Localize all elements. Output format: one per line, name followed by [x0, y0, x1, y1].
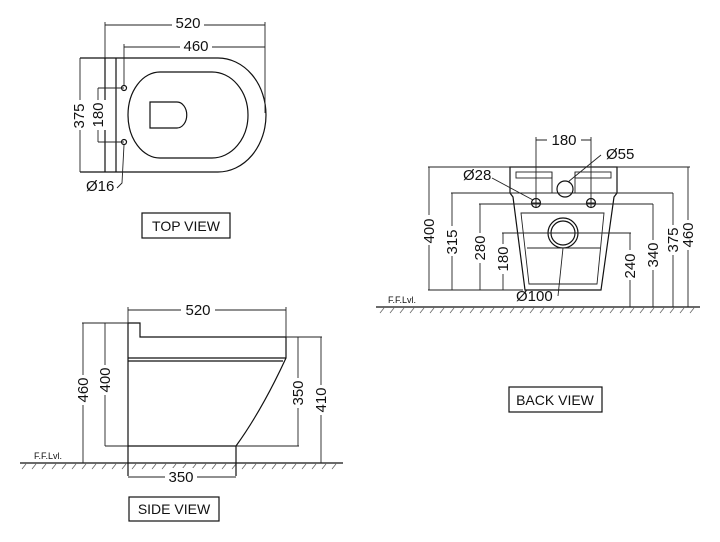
back-340-label: 340: [645, 242, 662, 267]
back-400-label: 400: [421, 218, 438, 243]
waste-inlet: [556, 180, 574, 198]
top-460-label: 460: [183, 38, 208, 55]
back-view-label: BACK VIEW: [516, 392, 595, 408]
side-410-label: 410: [313, 387, 330, 412]
back-view-label-box: [508, 386, 603, 413]
back-dia100-label: Ø100: [516, 288, 553, 305]
top-180-label: 180: [90, 102, 107, 127]
top-view-label-box: [141, 212, 231, 239]
back-view: F.F.Lvl. 180 Ø55 Ø28 Ø100: [376, 131, 700, 413]
side-view-label-box: [128, 496, 220, 522]
top-view: 520 460 375 180 Ø16 TOP VIEW: [70, 14, 267, 239]
floor-hatch: [379, 307, 695, 314]
back-floor-label: F.F.Lvl.: [388, 295, 416, 305]
back-460-label: 460: [680, 222, 697, 247]
side-520-label: 520: [185, 302, 210, 319]
top-dia16-label: Ø16: [86, 178, 114, 195]
top-view-bowl: [149, 101, 188, 129]
side-400-label: 400: [97, 367, 114, 392]
back-315-label: 315: [444, 229, 461, 254]
back-280-label: 280: [472, 235, 489, 260]
side-view-label: SIDE VIEW: [138, 501, 211, 517]
top-520-label: 520: [175, 15, 200, 32]
floor-hatch: [21, 463, 337, 470]
top-view-label: TOP VIEW: [152, 218, 221, 234]
top-375-label: 375: [71, 103, 88, 128]
side-view: F.F.Lvl. 520 350 460 400 350 410: [20, 301, 343, 522]
side-view-body: [127, 322, 287, 447]
side-350-bottom-label: 350: [168, 469, 193, 486]
back-240-label: 240: [622, 253, 639, 278]
back-180-top-label: 180: [551, 132, 576, 149]
side-floor-label: F.F.Lvl.: [34, 451, 62, 461]
back-180-label: 180: [495, 246, 512, 271]
top-view-seat: [127, 71, 249, 159]
side-350-label: 350: [290, 380, 307, 405]
top-view-outline: [80, 57, 267, 173]
back-view-body: [509, 166, 618, 291]
side-460-label: 460: [75, 377, 92, 402]
back-dia28-label: Ø28: [463, 167, 491, 184]
back-dia55-label: Ø55: [606, 146, 634, 163]
back-375-label: 375: [665, 227, 682, 252]
back-view-inner: [520, 212, 605, 285]
